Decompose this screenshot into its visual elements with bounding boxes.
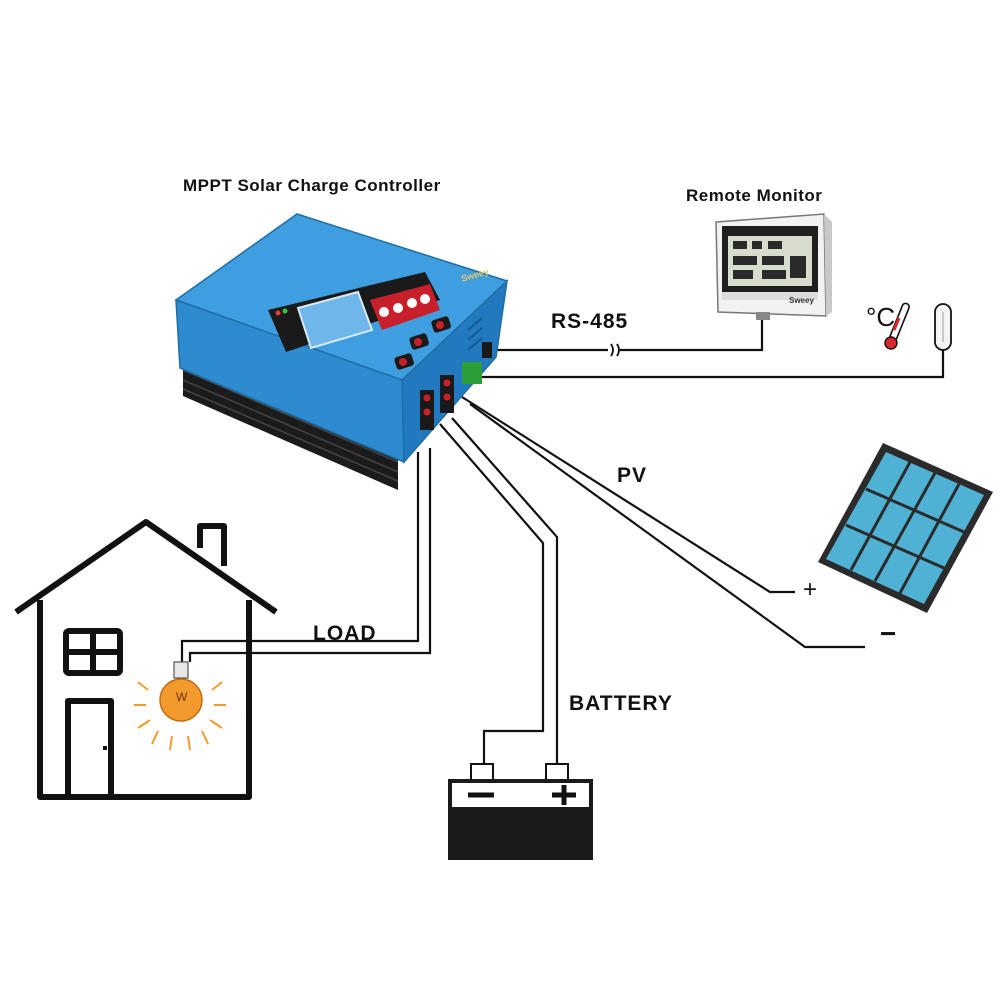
remote-monitor — [715, 213, 832, 320]
mppt-controller — [174, 213, 509, 490]
rs485-break-mark — [610, 343, 620, 357]
monitor-brand-logo: Sweey — [789, 296, 814, 305]
monitor-tab — [756, 312, 770, 320]
monitor-title: Remote Monitor — [686, 186, 823, 205]
led-1 — [275, 310, 281, 316]
celsius-label: °C — [866, 302, 896, 332]
bulb-wattage-label: W — [176, 690, 188, 704]
monitor-side — [824, 214, 832, 316]
pv-wire-positive — [461, 396, 795, 594]
controller-vents — [467, 317, 483, 351]
monitor-footer — [722, 292, 818, 300]
house-chimney — [197, 523, 227, 566]
rs485-wire — [488, 318, 764, 352]
house-roof — [14, 519, 278, 615]
panel-button-4 — [420, 294, 430, 304]
controller-lcd — [296, 290, 374, 350]
load-wire-b — [188, 448, 432, 662]
house-walls — [37, 600, 252, 800]
thermometer-icon — [884, 302, 910, 350]
temp-sensor-wire — [470, 350, 945, 379]
battery-icon — [448, 763, 593, 860]
led-2 — [282, 308, 288, 314]
pv-positive-label: + — [803, 576, 818, 603]
solar-panel-icon — [818, 443, 993, 613]
battery-wire-b — [451, 417, 559, 767]
panel-button-2 — [393, 303, 403, 313]
house-icon — [14, 519, 278, 800]
pv-wire-negative — [469, 403, 865, 649]
temperature-sensor-icon — [934, 303, 952, 351]
wires — [180, 318, 945, 767]
light-bulb-icon — [134, 661, 226, 751]
load-wire-a — [180, 452, 420, 662]
load-label: LOAD — [313, 622, 377, 645]
panel-button-3 — [407, 298, 417, 308]
panel-button-1 — [379, 307, 389, 317]
rs485-label: RS-485 — [551, 310, 629, 333]
battery-label: BATTERY — [569, 692, 673, 715]
monitor-lcd-segments — [733, 241, 806, 279]
controller-terminals — [394, 316, 492, 430]
battery-wire-a — [439, 423, 545, 767]
pv-label: PV — [617, 464, 648, 487]
house-door — [65, 698, 114, 797]
pv-negative-label: − — [880, 618, 897, 649]
controller-title: MPPT Solar Charge Controller — [183, 176, 441, 195]
